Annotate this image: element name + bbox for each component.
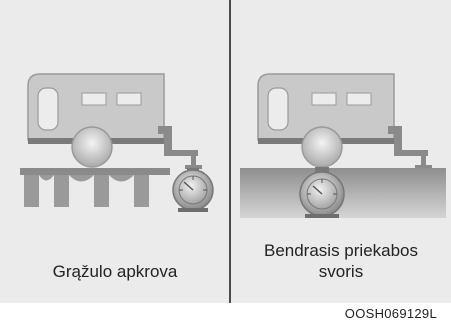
panel-divider — [229, 0, 231, 303]
tongue-weight-label: Grąžulo apkrova — [52, 262, 178, 281]
gross-weight-label-line1: Bendrasis priekabos — [263, 241, 419, 260]
trailer-weight-diagram — [20, 73, 446, 218]
gross-weight-label-line2: svoris — [318, 262, 364, 281]
right-scene — [240, 73, 446, 218]
support-blocks — [20, 168, 170, 207]
figure-code: OOSH069129L — [344, 306, 437, 321]
scale-icon — [299, 167, 345, 218]
tongue-weight-caption: Grąžulo apkrova — [10, 261, 220, 282]
scale-icon — [172, 168, 214, 212]
support-stand-icon — [415, 152, 432, 169]
left-scene — [20, 73, 214, 212]
trailer-icon — [257, 73, 428, 168]
gross-trailer-weight-caption: Bendrasis priekabos svoris — [236, 240, 446, 282]
support-stand-icon — [185, 152, 202, 169]
trailer-icon — [27, 73, 198, 168]
